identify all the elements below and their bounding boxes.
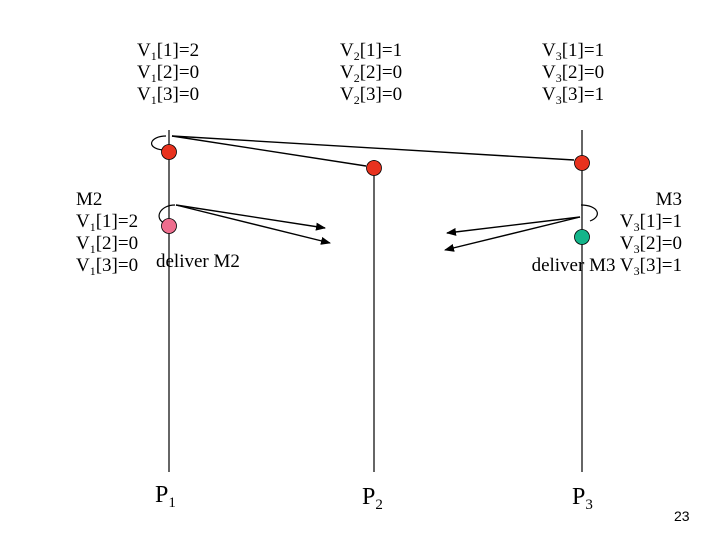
m2-title: M2 — [76, 189, 103, 210]
process-p1-label: P1 — [155, 482, 176, 511]
m2-label: M2 V1[1]=2 V1[2]=0 V1[3]=0 — [76, 189, 138, 277]
m1-send-loop — [151, 135, 167, 151]
m2-send-loop — [158, 204, 176, 224]
m3-vector-entry: V3[3]=1 — [619, 255, 682, 278]
p3-event-m1-receive — [574, 155, 590, 171]
m3-vector-entry: V3[1]=1 — [619, 211, 682, 234]
m2-message-arrow-b — [175, 204, 331, 245]
m2-deliver-label: deliver M2 — [156, 251, 240, 272]
m1-message-to-p3 — [171, 135, 575, 161]
m2-vector-entry: V1[1]=2 — [76, 211, 139, 234]
vector-entry: V3[1]=1 — [542, 40, 605, 63]
p2-event-m1-receive — [366, 160, 382, 176]
m2-message-arrow-a — [175, 204, 326, 231]
m3-deliver-row: deliver M3 V3[3]=1 — [480, 255, 682, 277]
p1-event-m1-send — [161, 144, 177, 160]
vector-entry: V1[3]=0 — [137, 84, 200, 107]
vector-entry: V2[3]=0 — [340, 84, 403, 107]
m3-label: M3 V3[1]=1 V3[2]=0 — [560, 189, 682, 255]
m2-vector-entry: V1[3]=0 — [76, 255, 139, 278]
vector-entry: V1[2]=0 — [137, 62, 200, 85]
m3-deliver-label: deliver M3 — [531, 255, 616, 276]
process-p3-label: P3 — [572, 484, 593, 513]
m1-message-to-p2 — [171, 135, 367, 167]
m3-message-arrow-b — [444, 216, 581, 252]
m3-send-loop — [580, 204, 598, 222]
m3-vector-entry: V3[2]=0 — [619, 233, 682, 256]
p1-vector-clock: V1[1]=2 V1[2]=0 V1[3]=0 — [137, 40, 199, 106]
m3-message-arrow-a — [446, 216, 581, 236]
process-p2-label: P2 — [362, 484, 383, 513]
vector-entry: V2[1]=1 — [340, 40, 403, 63]
vector-entry: V1[1]=2 — [137, 40, 200, 63]
p3-vector-clock: V3[1]=1 V3[2]=0 V3[3]=1 — [542, 40, 604, 106]
vector-entry: V3[3]=1 — [542, 84, 605, 107]
m3-title: M3 — [655, 189, 682, 210]
vector-entry: V2[2]=0 — [340, 62, 403, 85]
p3-event-m3-send — [574, 229, 590, 245]
vector-entry: V3[2]=0 — [542, 62, 605, 85]
p2-vector-clock: V2[1]=1 V2[2]=0 V2[3]=0 — [340, 40, 402, 106]
p1-event-m2-send — [161, 218, 177, 234]
m2-vector-entry: V1[2]=0 — [76, 233, 139, 256]
page-number: 23 — [674, 508, 690, 524]
